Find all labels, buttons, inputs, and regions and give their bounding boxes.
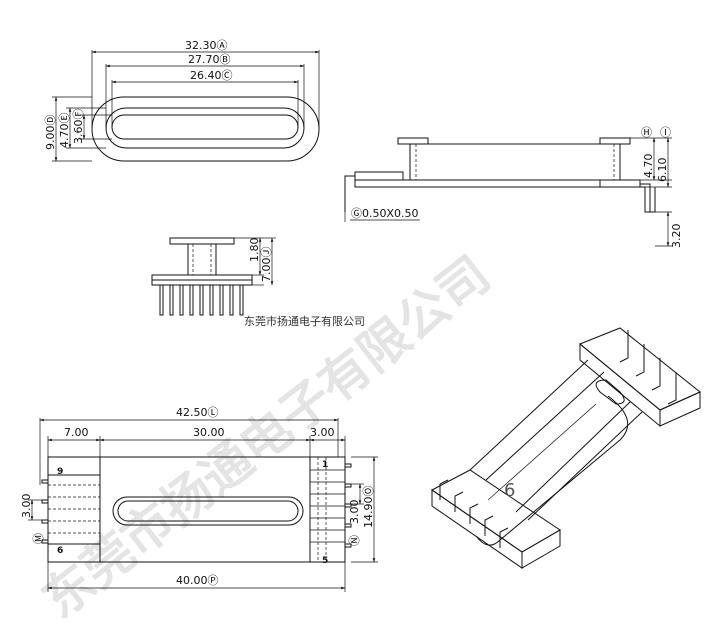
pin-5-label: 5 bbox=[322, 556, 328, 566]
dim-f-label: 3.60Ⓕ bbox=[72, 109, 85, 145]
dim-c-label: 26.40Ⓒ bbox=[190, 69, 233, 82]
dim-d-label: 9.00Ⓓ bbox=[44, 115, 57, 151]
dim-pitch-left-label: 3.00 bbox=[20, 494, 33, 519]
iso-label: 6 bbox=[504, 480, 515, 501]
label-m: Ⓜ bbox=[32, 533, 45, 544]
pin-1-label: 1 bbox=[322, 460, 328, 470]
dim-left-label: 7.00 bbox=[64, 426, 89, 439]
pin-6-label: 6 bbox=[57, 546, 63, 556]
front-dim-top: 1.80 bbox=[248, 238, 261, 263]
front-view: 1.80 7.00Ⓙ bbox=[151, 237, 276, 316]
dim-b-label: 27.70Ⓑ bbox=[188, 53, 231, 66]
dim-bottom-label: 40.00Ⓟ bbox=[176, 574, 219, 587]
bottom-view: 9 6 1 5 42.50Ⓛ 7.00 30.00 3.00 40.00Ⓟ 14… bbox=[20, 406, 378, 592]
side-label-i: Ⓘ bbox=[660, 126, 671, 139]
bottom-view-slot bbox=[112, 496, 304, 526]
top-view: 32.30Ⓐ 27.70Ⓑ 26.40Ⓒ 9.00Ⓓ 4.70Ⓔ 3.60Ⓕ bbox=[44, 39, 320, 162]
side-view: Ⓗ Ⓘ 4.70 6.10 3.20 Ⓖ0.50X0.50 bbox=[344, 126, 683, 249]
bottom-right-grooves bbox=[310, 457, 345, 562]
side-dim-g: Ⓖ0.50X0.50 bbox=[351, 207, 419, 220]
dim-a-label: 32.30Ⓐ bbox=[185, 39, 228, 52]
dim-mid-label: 30.00 bbox=[193, 426, 225, 439]
top-view-slot bbox=[111, 114, 299, 140]
side-dim-h: 4.70 bbox=[642, 154, 655, 179]
company-mark: 东莞市扬通电子有限公司 bbox=[244, 314, 365, 328]
dim-height-label: 14.90Ⓞ bbox=[362, 486, 375, 529]
iso-view: 6 bbox=[431, 327, 701, 569]
pin-9-label: 9 bbox=[57, 467, 63, 477]
front-dim-total: 7.00Ⓙ bbox=[260, 247, 273, 283]
side-dim-i: 6.10 bbox=[656, 158, 669, 183]
side-label-h: Ⓗ bbox=[641, 126, 652, 139]
dim-e-label: 4.70Ⓔ bbox=[58, 113, 71, 149]
watermark-text: 东莞市扬通电子有限公司 bbox=[32, 245, 501, 629]
dim-overall-label: 42.50Ⓛ bbox=[176, 406, 219, 419]
dim-right-label: 3.00 bbox=[310, 426, 335, 439]
label-n: Ⓝ bbox=[348, 535, 361, 546]
bottom-view-body bbox=[47, 456, 346, 563]
dim-pitch-right-label: 3.00 bbox=[348, 500, 361, 525]
top-view-inner bbox=[105, 107, 305, 149]
side-dim-pin: 3.20 bbox=[670, 224, 683, 249]
top-view-outer bbox=[91, 96, 320, 162]
front-pins bbox=[159, 284, 244, 316]
